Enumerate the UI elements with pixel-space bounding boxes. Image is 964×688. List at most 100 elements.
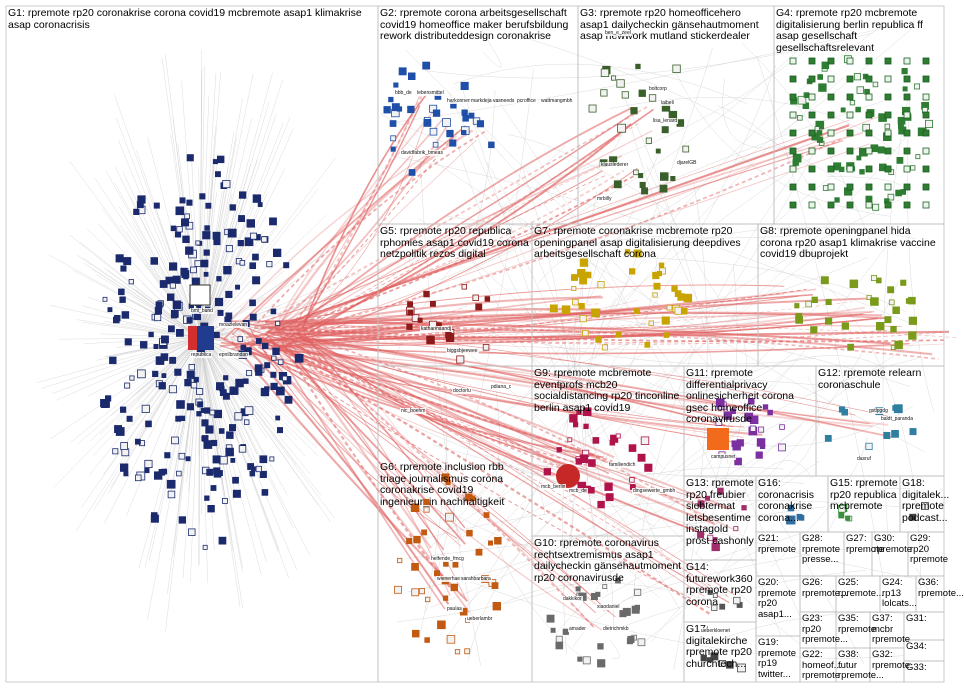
edge xyxy=(199,114,277,339)
vertex-g2 xyxy=(450,102,457,109)
vertex-g11 xyxy=(715,419,723,426)
group-boxes xyxy=(5,5,945,683)
vertex-g7 xyxy=(683,293,693,303)
vertex-g3 xyxy=(638,89,646,97)
edge xyxy=(89,337,201,442)
vertex-g7 xyxy=(653,282,661,290)
vertex-g1 xyxy=(219,455,228,465)
edge-highlight xyxy=(261,336,706,536)
vertex-g1 xyxy=(186,317,193,324)
edge-highlight xyxy=(289,328,887,344)
edge xyxy=(562,237,606,654)
vertex-g1 xyxy=(277,359,284,365)
vertex-g1 xyxy=(270,382,278,391)
edge xyxy=(515,34,854,190)
vertex-g4 xyxy=(856,86,864,94)
vertex-g1 xyxy=(119,296,126,303)
vertex-g1 xyxy=(158,382,166,390)
vertex-g4 xyxy=(846,147,854,155)
vertex-g1 xyxy=(255,465,262,473)
vertex-g6 xyxy=(433,570,440,577)
edge-highlight xyxy=(301,94,427,331)
vertex-g1 xyxy=(152,370,159,378)
vertex-g7 xyxy=(652,271,660,280)
vertex-g1 xyxy=(255,338,262,344)
group-box-g37 xyxy=(869,611,905,649)
vertex-g7 xyxy=(591,308,600,318)
group-box-g28 xyxy=(799,531,845,577)
edge-highlight xyxy=(293,326,856,416)
vertex-g1 xyxy=(212,159,218,165)
edge-highlight xyxy=(295,130,653,329)
edge-highlight xyxy=(223,125,467,340)
vertex-g1 xyxy=(123,471,129,477)
edge xyxy=(96,274,201,339)
vertex-g4 xyxy=(872,81,879,88)
vertex-g1 xyxy=(218,428,225,434)
edge xyxy=(199,194,233,339)
vertex-g8 xyxy=(810,326,818,334)
vertex-g8 xyxy=(841,322,849,330)
vertex-g10 xyxy=(582,656,591,665)
edge xyxy=(585,297,616,537)
edge xyxy=(622,547,856,602)
vertex-g1 xyxy=(214,171,221,178)
edge xyxy=(116,118,201,339)
vertex-g4 xyxy=(903,93,911,101)
vertex-g1 xyxy=(246,370,253,377)
vertex-g4 xyxy=(884,111,892,119)
vertex-g1 xyxy=(237,239,244,247)
vertex-g13 xyxy=(712,537,718,543)
vertex-g4 xyxy=(808,57,816,65)
vertex-g1 xyxy=(112,448,119,455)
vertex-g18 xyxy=(921,502,929,510)
edge-highlight xyxy=(267,349,859,431)
vertex-g4 xyxy=(808,111,816,119)
vertex-g1 xyxy=(229,204,236,211)
vertex-g6 xyxy=(465,617,470,623)
vertex-g1 xyxy=(185,456,191,462)
vertex-g5 xyxy=(407,309,414,316)
vertex-g5 xyxy=(429,300,436,307)
edge xyxy=(457,140,821,614)
vertex-g2 xyxy=(390,135,397,142)
vertex-g7 xyxy=(659,267,667,275)
vertex-g4 xyxy=(922,201,930,209)
edge xyxy=(424,32,873,79)
edge xyxy=(199,337,297,570)
edge xyxy=(199,270,285,339)
vertex-g9 xyxy=(640,436,650,445)
vertex-g6 xyxy=(494,537,502,545)
vertex-g13 xyxy=(697,500,705,508)
vertex-g1 xyxy=(207,504,215,513)
vertex-g2 xyxy=(488,141,495,149)
vertex-g13 xyxy=(741,505,747,511)
vertex-g4 xyxy=(903,183,911,191)
edge-highlight xyxy=(260,326,939,360)
edge xyxy=(612,538,660,599)
edge xyxy=(542,343,815,365)
vertex-g7 xyxy=(629,268,636,275)
vertex-g3 xyxy=(588,104,597,113)
edge-highlight xyxy=(267,347,736,421)
vertex-g1 xyxy=(259,470,267,478)
edge xyxy=(622,369,701,393)
vertex-g1 xyxy=(272,248,282,258)
vertex-g8 xyxy=(890,325,897,333)
vertex-g8 xyxy=(794,303,800,309)
vertex-g6 xyxy=(452,561,459,568)
edge xyxy=(92,268,201,339)
vertex-g2 xyxy=(442,118,451,127)
vertex-g1 xyxy=(150,257,158,265)
vertex-g3 xyxy=(641,187,649,195)
vertex-g1 xyxy=(190,266,197,274)
vertex-g4 xyxy=(808,129,816,137)
group-box-g34 xyxy=(903,639,945,662)
eagle-icon xyxy=(189,284,211,306)
vertex-g1 xyxy=(175,206,185,216)
vertex-g1 xyxy=(168,385,177,394)
vertex-g1 xyxy=(120,442,128,450)
vertex-g1 xyxy=(199,193,206,200)
vertex-g4 xyxy=(808,147,816,155)
vertex-g9 xyxy=(592,437,600,444)
